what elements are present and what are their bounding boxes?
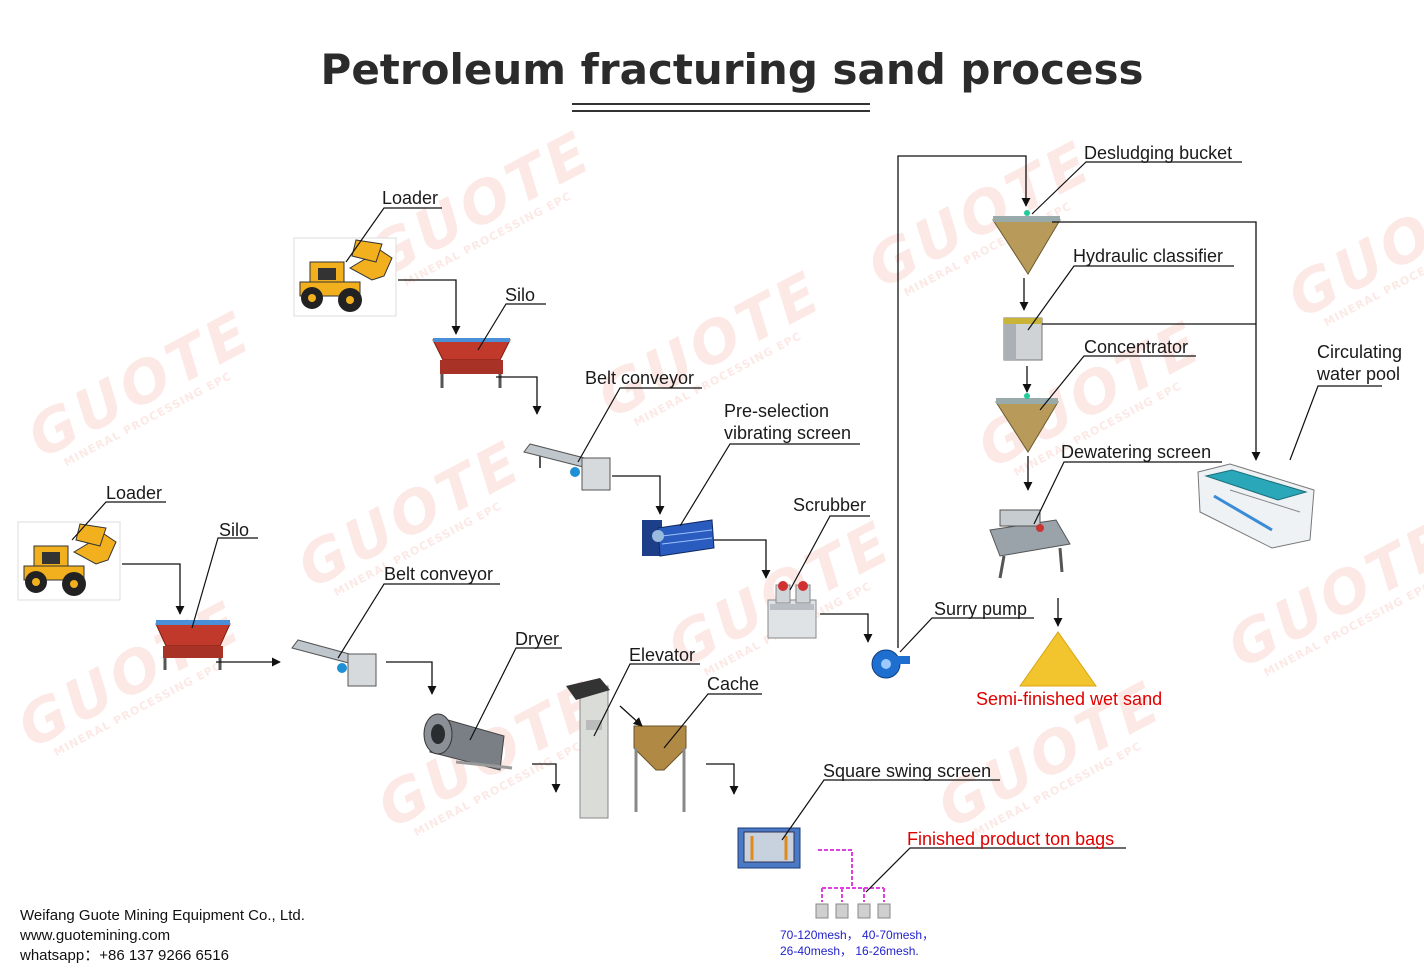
pre-selection-screen-icon (642, 519, 715, 557)
label-semi-finished-wet-sand: Semi-finished wet sand (976, 689, 1163, 709)
label-pre-selection-screen: Pre-selection vibrating screen (724, 401, 852, 443)
label-circulating-water-pool: Circulating water pool (1317, 342, 1403, 384)
callout-line (71, 501, 166, 541)
flow-arrow (386, 661, 437, 695)
label-loader-bottom: Loader (106, 483, 163, 503)
bucket-elevator-icon (566, 678, 610, 819)
callout-line (1039, 355, 1196, 411)
label-concentrator: Concentrator (1084, 337, 1189, 357)
dewatering-screen-icon (989, 509, 1071, 579)
label-finished-product-ton-bags: Finished product ton bags (907, 829, 1115, 849)
callout-line (191, 537, 258, 629)
callout-line (781, 779, 1000, 841)
callout-line (865, 847, 1126, 893)
ton-bag-icon (835, 903, 849, 919)
callout-line (663, 693, 762, 749)
callout-line (1289, 385, 1382, 461)
callout-line (789, 515, 870, 591)
flow-arrow (612, 475, 665, 515)
page-title: Petroleum fracturing sand process (320, 45, 1144, 94)
desludging-bucket-icon (992, 210, 1061, 275)
loader-bottom-icon (17, 521, 121, 601)
label-dryer: Dryer (515, 629, 559, 649)
belt-conveyor-bottom-icon (291, 639, 377, 687)
label-square-swing-screen: Square swing screen (823, 761, 992, 781)
callout-line (577, 387, 702, 463)
title-underline (572, 103, 870, 112)
loader-top-icon (293, 237, 397, 317)
ton-bags-piping (818, 849, 885, 902)
rotary-dryer-icon (423, 713, 513, 771)
callout-line (1027, 265, 1234, 331)
label-belt-conveyor-top: Belt conveyor (585, 368, 695, 388)
label-scrubber: Scrubber (793, 495, 867, 515)
callout-line (477, 303, 546, 351)
slurry-pump-icon (871, 649, 910, 679)
label-belt-conveyor-bottom: Belt conveyor (384, 564, 494, 584)
label-dewatering-screen: Dewatering screen (1061, 442, 1212, 462)
flow-arrow (496, 376, 542, 415)
belt-conveyor-top-icon (523, 443, 611, 491)
callout-line (593, 663, 700, 737)
label-desludging-bucket: Desludging bucket (1084, 143, 1233, 163)
hydraulic-classifier-icon (1003, 317, 1043, 361)
silo-top-icon (432, 338, 511, 388)
flow-arrow (619, 705, 643, 727)
label-loader-top: Loader (382, 188, 439, 208)
circulating-water-pool-icon (1197, 463, 1315, 549)
flow-arrow (1052, 221, 1261, 461)
callout-line (899, 617, 1034, 653)
flow-arrow (897, 155, 1031, 648)
callout-line (1033, 461, 1222, 525)
label-silo-top: Silo (505, 285, 536, 305)
label-cache: Cache (707, 674, 760, 694)
company-name: Weifang Guote Mining Equipment Co., Ltd. (20, 907, 305, 924)
scrubber-icon (767, 581, 817, 639)
cache-bin-icon (633, 725, 687, 812)
flow-arrow (820, 613, 873, 643)
ton-bag-icon (877, 903, 891, 919)
mesh-sizes: 70-120mesh， 40-70mesh， 26-40mesh， 16-26m… (780, 928, 935, 958)
flow-arrow (714, 539, 771, 579)
callout-line (345, 207, 442, 263)
flow-arrow (532, 763, 561, 793)
callout-line (1031, 161, 1242, 215)
company-website: www.guotemining.com (20, 927, 171, 944)
callout-line (679, 443, 860, 527)
ton-bag-icon (857, 903, 871, 919)
concentrator-icon (995, 393, 1059, 453)
company-info: Weifang Guote Mining Equipment Co., Ltd.… (20, 906, 305, 966)
callout-line (337, 583, 500, 659)
flow-arrow (706, 763, 739, 795)
square-swing-screen-icon (737, 827, 801, 869)
flow-arrow (122, 563, 185, 615)
company-whatsapp: whatsapp：+86 137 9266 6516 (20, 947, 229, 964)
ton-bag-icon (815, 903, 829, 919)
label-silo-bottom: Silo (219, 520, 250, 540)
label-surry-pump: Surry pump (934, 599, 1028, 619)
label-elevator: Elevator (629, 645, 696, 665)
label-hydraulic-classifier: Hydraulic classifier (1073, 246, 1224, 266)
flow-arrow (398, 279, 461, 335)
semi-finished-sand-pile-icon (1019, 631, 1097, 687)
callout-line (469, 647, 562, 741)
